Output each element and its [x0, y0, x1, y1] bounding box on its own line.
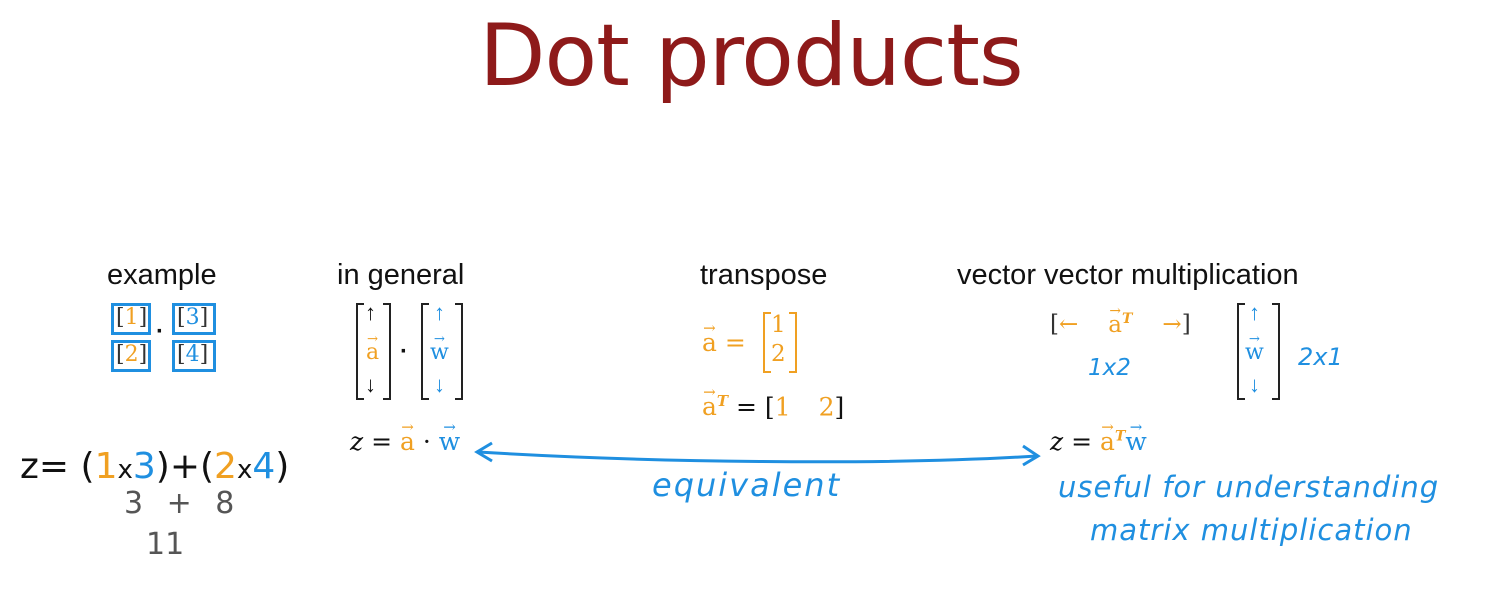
formula-times-1: x [117, 455, 133, 485]
general-equation: z = a · w [350, 427, 460, 456]
vvm-equation: z = aTw [1050, 427, 1147, 456]
transpose-at: a [702, 392, 717, 421]
example-formula: z= (1x3)+(2x4) [20, 446, 289, 487]
vvm-heading: vector vector multiplication [957, 259, 1299, 291]
paren-open-1: ( [80, 446, 95, 487]
formula-z: z [20, 446, 39, 487]
vvm-t: T [1121, 311, 1133, 327]
example-a1: 1 [124, 305, 139, 330]
transpose-row-eq: aT = [12] [702, 392, 844, 421]
transpose-col-1: 1 [771, 312, 786, 338]
example-a2: 2 [124, 342, 139, 367]
eq-z: z [350, 427, 364, 456]
equivalent-label: equivalent [652, 466, 842, 504]
formula-a2: 2 [214, 446, 237, 487]
general-w-down-arrow: ↓ [434, 372, 445, 397]
transpose-a-eq: a = [702, 328, 746, 357]
vvm-eq-t: T [1114, 428, 1126, 445]
formula-plus: + [169, 446, 200, 487]
transpose-equals-2: = [736, 392, 757, 422]
vvm-w: w [1245, 340, 1264, 365]
slide-title: Dot products [479, 6, 1023, 106]
vvm-w-down-arrow: ↓ [1249, 372, 1260, 397]
example-dot: · [156, 318, 164, 345]
vvm-dim-right: 2x1 [1298, 343, 1343, 371]
transpose-col-2: 2 [771, 341, 786, 367]
transpose-equals: = [724, 328, 746, 357]
eq-w: w [439, 427, 460, 456]
vvm-eq-a: a [1100, 427, 1115, 456]
general-a: a [366, 340, 379, 365]
transpose-heading: transpose [700, 259, 828, 291]
general-w-letter: w [430, 340, 449, 365]
box-right-bottom [172, 340, 216, 372]
example-b1: 3 [185, 305, 200, 330]
general-heading: in general [337, 259, 465, 291]
general-dot: · [400, 338, 408, 365]
transpose-row-2: 2 [818, 392, 835, 422]
formula-a1: 1 [94, 446, 118, 487]
formula-times-2: x [236, 455, 253, 485]
general-w-up-arrow: ↑ [434, 300, 445, 325]
vvm-w-letter: w [1245, 340, 1264, 365]
vvm-eq-w: w [1125, 427, 1146, 456]
vvm-right-arrow: → [1162, 311, 1182, 338]
transpose-row-1: 1 [774, 392, 791, 422]
vvm-note-line1: useful for understanding [1058, 470, 1440, 504]
transpose-a: a [702, 328, 717, 357]
example-b2: 4 [185, 342, 200, 367]
paren-open-2: ( [200, 446, 215, 487]
eq-a: a [400, 427, 415, 456]
example-step2: 11 [146, 527, 185, 562]
formula-eq: = [38, 446, 70, 487]
general-a-up-arrow: ↑ [365, 300, 376, 325]
transpose-t: T [716, 392, 729, 410]
paren-close-2: ) [275, 446, 290, 487]
vvm-eq-equals: = [1071, 427, 1093, 456]
example-step1: 3 + 8 [124, 486, 235, 521]
eq-dot: · [422, 427, 431, 456]
general-a-down-arrow: ↓ [365, 372, 376, 397]
eq-equals: = [371, 427, 393, 456]
vvm-note-line2: matrix multiplication [1090, 513, 1413, 547]
box-right-top [172, 303, 216, 335]
vvm-left-arrow: ← [1058, 311, 1079, 338]
formula-b1: 3 [132, 446, 156, 487]
example-heading: example [107, 259, 217, 291]
box-left-top [111, 303, 151, 335]
vvm-w-up-arrow: ↑ [1249, 300, 1260, 325]
vvm-dim-left: 1x2 [1088, 355, 1131, 381]
general-w: w [430, 340, 449, 365]
vvm-a: a [1108, 312, 1122, 338]
formula-b2: 4 [252, 446, 276, 487]
vvm-eq-z: z [1050, 427, 1064, 456]
vvm-row-vector: [←aT→] [1050, 311, 1191, 338]
paren-close-1: ) [155, 446, 170, 487]
general-a-letter: a [366, 340, 379, 365]
box-left-bottom [111, 340, 151, 372]
